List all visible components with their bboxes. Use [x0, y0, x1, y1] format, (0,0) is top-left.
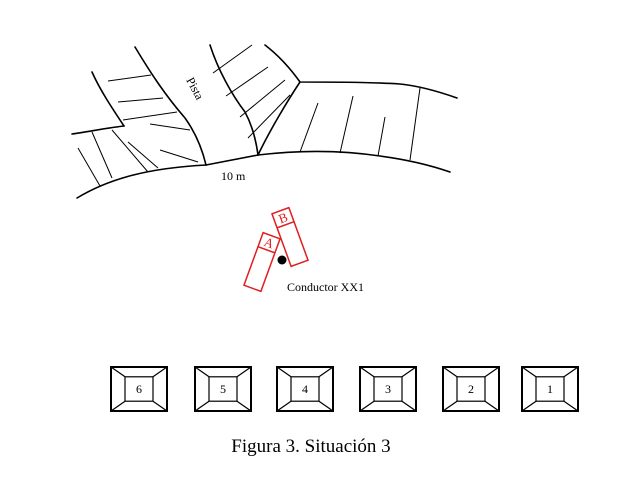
booth-number: 3: [385, 382, 391, 396]
booth-2: 2: [442, 366, 500, 412]
booth-5: 5: [194, 366, 252, 412]
vehicle-b: B: [271, 206, 309, 268]
track-label: Pista: [183, 75, 207, 103]
booth-3: 3: [359, 366, 417, 412]
terrain: [71, 44, 458, 199]
booth-6: 6: [110, 366, 168, 412]
booth-number: 6: [136, 382, 142, 396]
booth-number: 2: [468, 382, 474, 396]
vehicle-a-label: A: [262, 234, 277, 252]
vehicle-b-label: B: [276, 209, 290, 226]
driver-label: Conductor XX1: [287, 280, 364, 294]
vehicle-a: A: [243, 231, 281, 293]
booth-row: 6 5 4 3 2 1: [110, 366, 579, 412]
driver-marker: [277, 255, 287, 265]
booth-1: 1: [521, 366, 579, 412]
booth-number: 4: [302, 382, 308, 396]
booth-number: 5: [220, 382, 226, 396]
booth-number: 1: [547, 382, 553, 396]
distance-label: 10 m: [221, 169, 246, 183]
figure-caption: Figura 3. Situación 3: [231, 436, 391, 457]
booth-4: 4: [276, 366, 334, 412]
